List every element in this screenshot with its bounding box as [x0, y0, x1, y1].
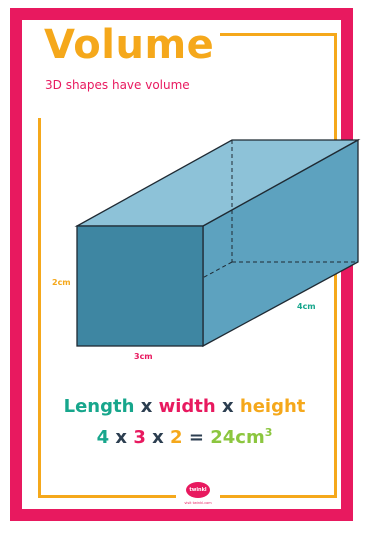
formula-result: 24cm3 — [210, 427, 272, 448]
formula-word-height: height — [239, 396, 306, 417]
formula-num-width: 3 — [133, 427, 146, 448]
page-title: Volume — [44, 22, 215, 68]
gold-frame-bottom-right — [220, 495, 337, 498]
twinkl-site-link[interactable]: visit twinkl.com — [184, 501, 212, 505]
formula-words: Length x width x height — [20, 395, 349, 419]
formula-numbers: 4 x 3 x 2 = 24cm3 — [20, 426, 349, 450]
cuboid-front-face — [76, 225, 204, 347]
gold-frame-bottom-left — [38, 495, 176, 498]
formula-times-1: x — [140, 396, 153, 417]
formula-times-2: x — [221, 396, 234, 417]
formula-num-times-2: x — [152, 427, 164, 448]
hidden-edge-depth — [76, 261, 233, 347]
formula-num-height: 2 — [170, 427, 183, 448]
formula-result-exponent: 3 — [264, 426, 273, 439]
twinkl-logo[interactable]: twinkl — [186, 482, 210, 498]
formula-word-length: Length — [63, 396, 135, 417]
formula-equals: = — [188, 427, 204, 448]
gold-frame-left — [38, 118, 41, 498]
formula-num-times-1: x — [115, 427, 128, 448]
length-label: 3cm — [134, 352, 153, 361]
depth-label: 4cm — [297, 302, 316, 311]
formula-result-value: 24cm — [210, 427, 265, 448]
gold-frame-top — [220, 33, 337, 36]
formula-word-width: width — [158, 396, 216, 417]
page-subtitle: 3D shapes have volume — [45, 78, 190, 92]
height-label: 2cm — [52, 278, 71, 287]
formula-num-length: 4 — [96, 427, 110, 448]
